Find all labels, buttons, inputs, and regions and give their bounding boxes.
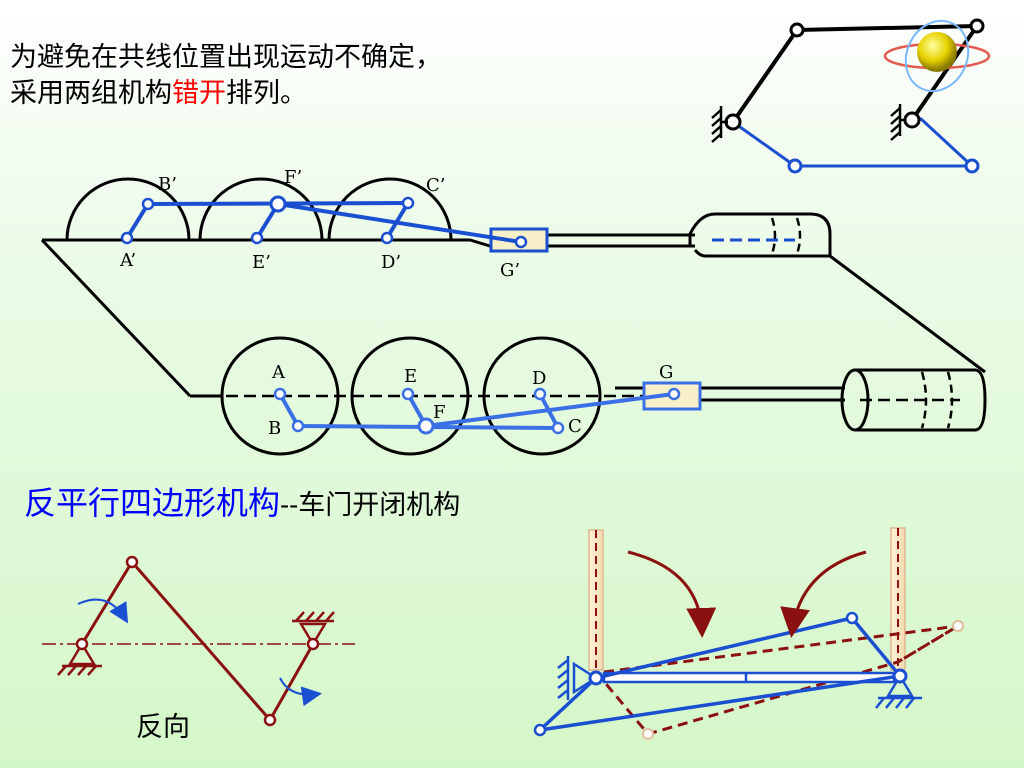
wheel-lower-1	[220, 336, 340, 456]
subtitle-dash: --	[280, 490, 299, 521]
joint-f	[417, 417, 435, 435]
close-arrow-icon	[627, 550, 717, 638]
heading-line-2: 采用两组机构错开排列。	[10, 76, 442, 112]
pivot-joint	[263, 713, 277, 727]
label-f-prime: F’	[284, 167, 302, 188]
rotation-arrow-icon	[77, 598, 129, 624]
joint-g-prime	[514, 235, 528, 249]
wheel-upper-1	[65, 177, 191, 241]
wheel-lower-2	[350, 336, 470, 456]
planet-icon	[883, 19, 991, 93]
car-door-mechanism	[533, 527, 964, 740]
label-e: E	[404, 366, 417, 387]
section-subtitle: 反平行四边形机构--车门开闭机构	[24, 478, 460, 524]
joint-f-prime	[269, 195, 287, 213]
ground-hatch-icon	[711, 106, 728, 143]
label-d-prime: D’	[381, 252, 401, 273]
joint-c-prime	[401, 196, 415, 210]
heading-line-2-prefix: 采用两组机构	[10, 78, 172, 109]
lower-mechanism: A B E F D C G	[190, 336, 987, 456]
wheel-lower-3	[482, 336, 602, 456]
joint-c	[551, 421, 565, 435]
joint-e-prime	[250, 231, 264, 245]
joint-b-prime	[141, 197, 155, 211]
joint-a-prime	[120, 231, 134, 245]
ground-support-icon	[292, 611, 335, 647]
pivot-joint	[845, 611, 859, 625]
label-c: C	[568, 416, 582, 437]
heading-highlight: 错开	[172, 78, 226, 109]
joint-b	[291, 419, 305, 433]
pivot-joint	[125, 555, 139, 569]
joint-e	[401, 387, 415, 401]
ground-pivot	[903, 111, 921, 129]
heading-line-1: 为避免在共线位置出现运动不确定，	[10, 42, 442, 73]
upper-mechanism: B’ F’ C’ A’ E’ D’ G’	[40, 167, 986, 398]
label-g-prime: G’	[500, 260, 520, 281]
joint-d	[533, 387, 547, 401]
wheel-upper-2	[198, 177, 324, 241]
joint-a	[273, 387, 287, 401]
pivot-joint	[533, 723, 547, 737]
close-arrow-icon	[780, 550, 867, 638]
pivot-joint	[787, 158, 803, 174]
label-e-prime: E’	[252, 252, 271, 273]
upper-boiler	[688, 212, 832, 258]
subtitle-tail: 车门开闭机构	[298, 490, 461, 521]
label-a-prime: A’	[119, 250, 136, 271]
label-b: B	[268, 418, 281, 439]
subtitle-main: 反平行四边形机构	[24, 484, 281, 522]
top-right-parallelogram	[711, 18, 991, 174]
anti-parallelogram: 反向	[42, 555, 355, 743]
heading: 为避免在共线位置出现运动不确定， 采用两组机构错开排列。	[10, 40, 442, 112]
ground-support-icon	[57, 641, 102, 676]
ground-hatch-icon	[890, 104, 906, 141]
joint-g	[667, 387, 681, 401]
heading-line-2-suffix: 排列。	[226, 78, 307, 109]
label-c-prime: C’	[426, 175, 446, 196]
ground-hatch-icon	[875, 673, 922, 709]
label-b-prime: B’	[158, 174, 177, 195]
label-g: G	[659, 362, 673, 383]
joint-d-prime	[380, 231, 394, 245]
label-a: A	[271, 362, 286, 383]
ground-hatch-icon	[557, 656, 599, 700]
rotation-arrow-icon	[279, 677, 322, 707]
ground-pivot	[724, 113, 742, 131]
label-d: D	[532, 368, 546, 389]
lower-boiler	[840, 368, 987, 432]
pivot-joint	[969, 18, 985, 34]
door-rail	[602, 671, 896, 684]
pivot-joint	[964, 158, 980, 174]
pivot-joint	[789, 22, 805, 38]
label-f: F	[433, 402, 446, 423]
direction-label: 反向	[136, 712, 190, 743]
